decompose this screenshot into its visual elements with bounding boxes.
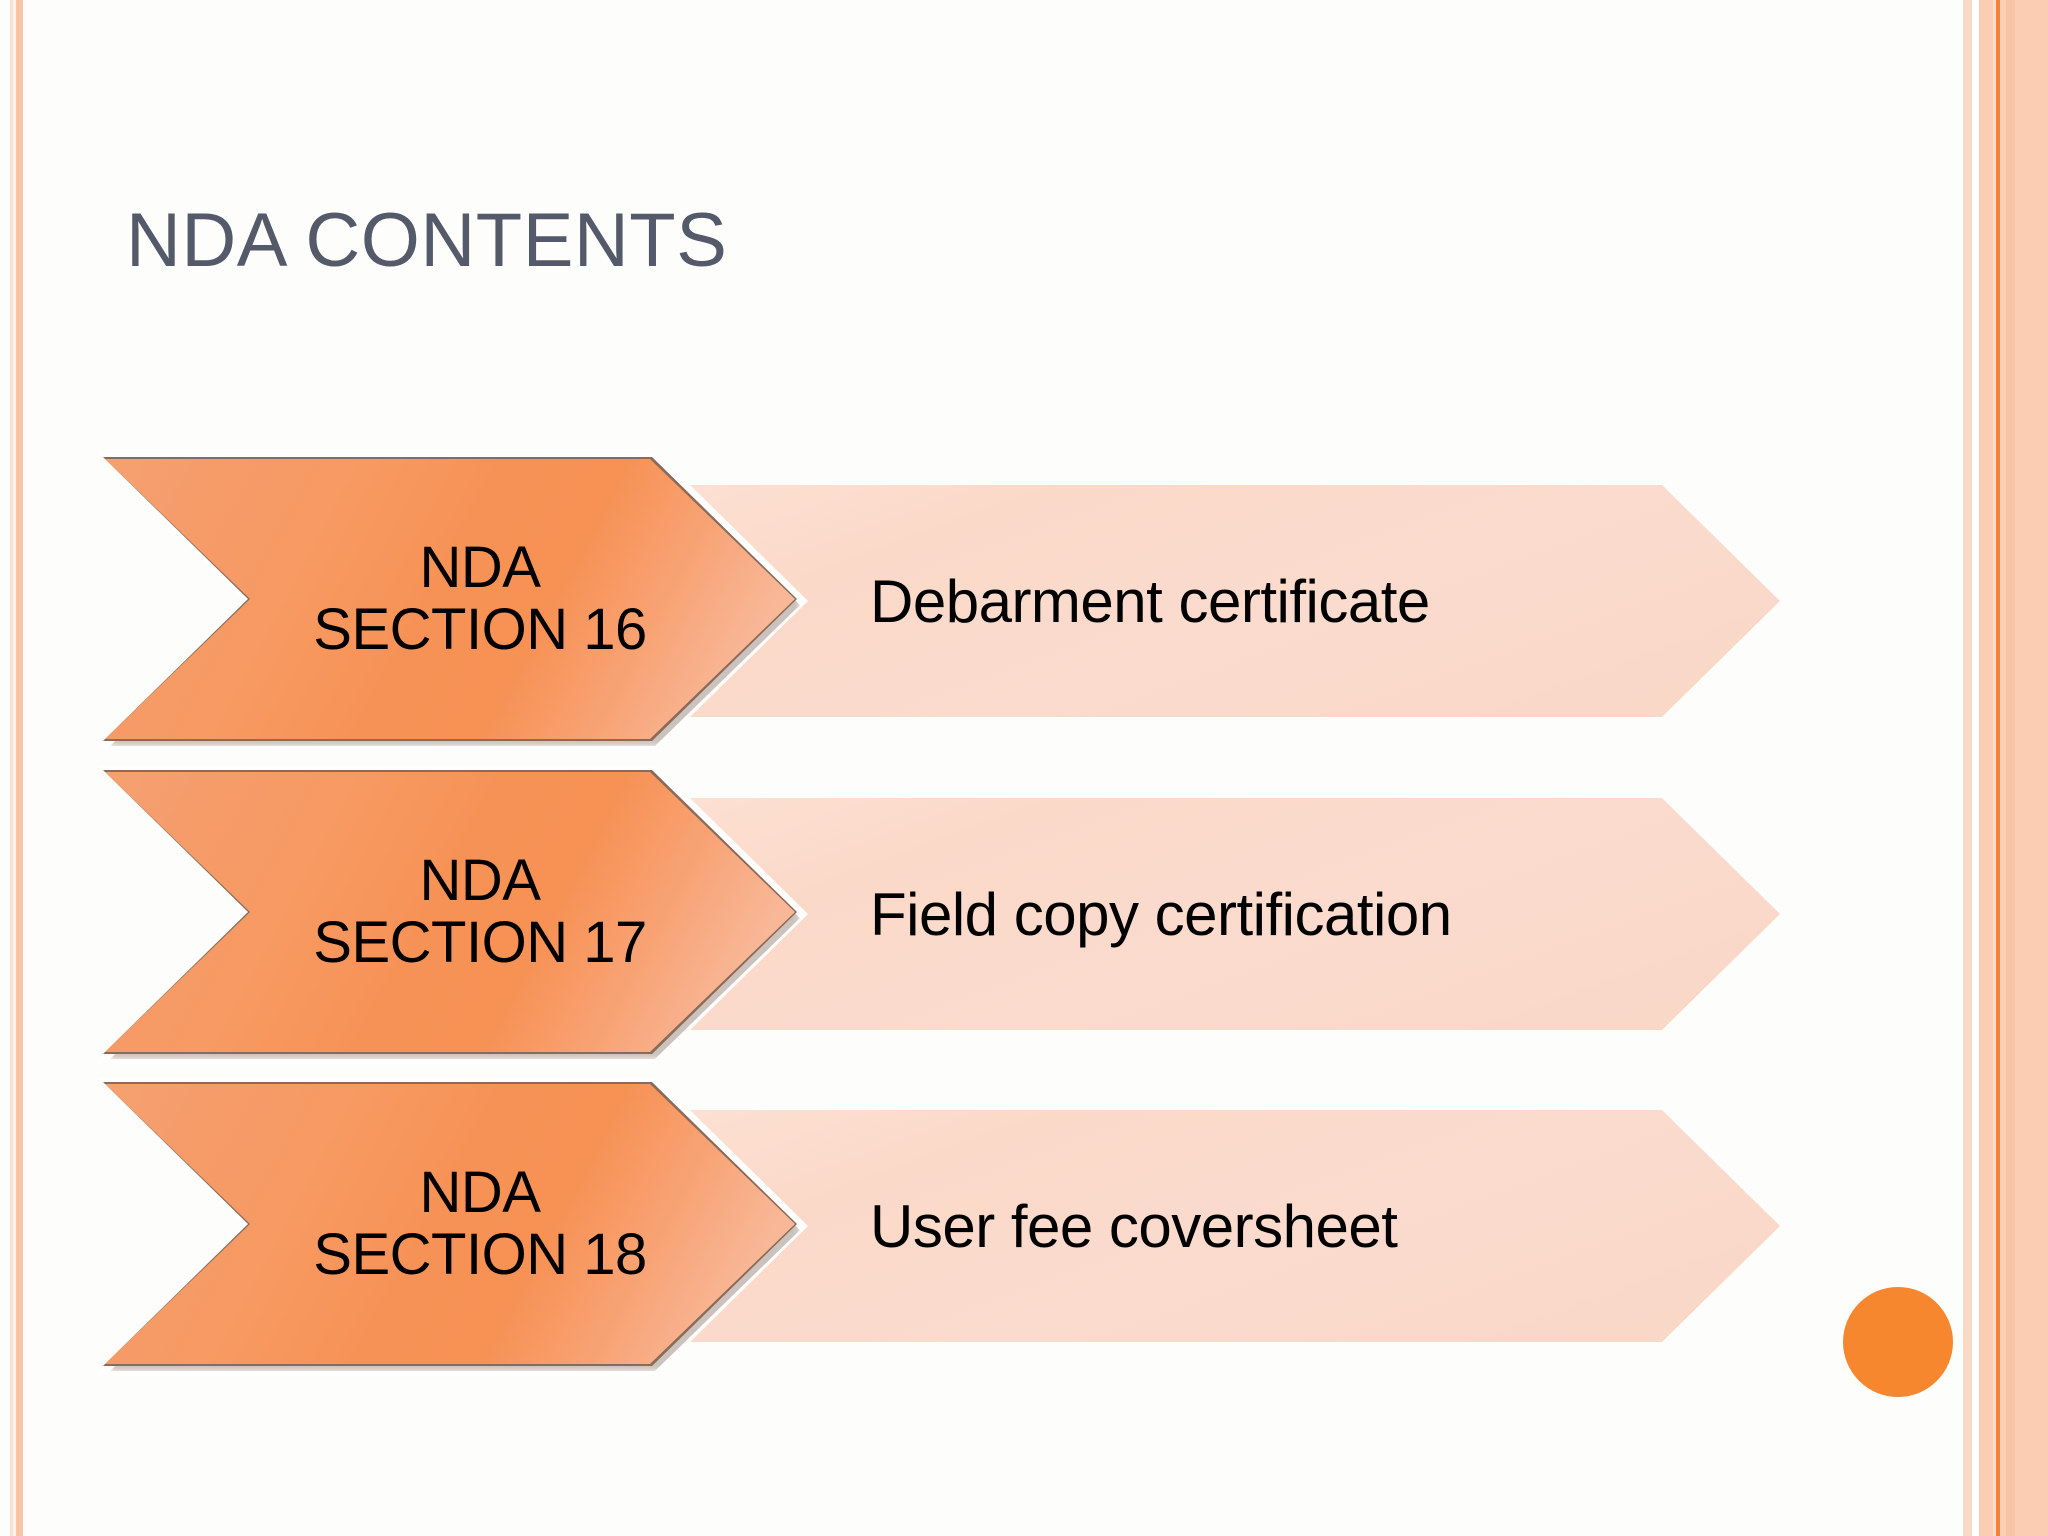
description-chevron[interactable]: Field copy certification (690, 798, 1780, 1030)
section-label: NDA SECTION 17 (253, 850, 646, 974)
section-label-line1: NDA (419, 847, 541, 913)
section-label-line2: SECTION 16 (313, 597, 647, 662)
description-label: Field copy certification (870, 880, 1452, 948)
section-label-line2: SECTION 17 (313, 910, 647, 975)
section-chevron[interactable]: NDA SECTION 16 (105, 459, 795, 739)
description-chevron[interactable]: Debarment certificate (690, 485, 1780, 717)
section-chevron[interactable]: NDA SECTION 18 (105, 1084, 795, 1364)
section-label-line2: SECTION 18 (313, 1222, 647, 1287)
section-label-line1: NDA (419, 534, 541, 600)
section-label-line1: NDA (419, 1159, 541, 1225)
description-chevron[interactable]: User fee coversheet (690, 1110, 1780, 1342)
description-label: Debarment certificate (870, 567, 1430, 635)
left-border-stripe (10, 0, 23, 1536)
description-label: User fee coversheet (870, 1192, 1398, 1260)
section-chevron[interactable]: NDA SECTION 17 (105, 772, 795, 1052)
accent-circle-decoration (1843, 1287, 1953, 1397)
right-border-stripe (1960, 0, 2048, 1536)
section-label: NDA SECTION 16 (253, 537, 646, 661)
page-title: NDA CONTENTS (126, 198, 728, 283)
section-label: NDA SECTION 18 (253, 1162, 646, 1286)
